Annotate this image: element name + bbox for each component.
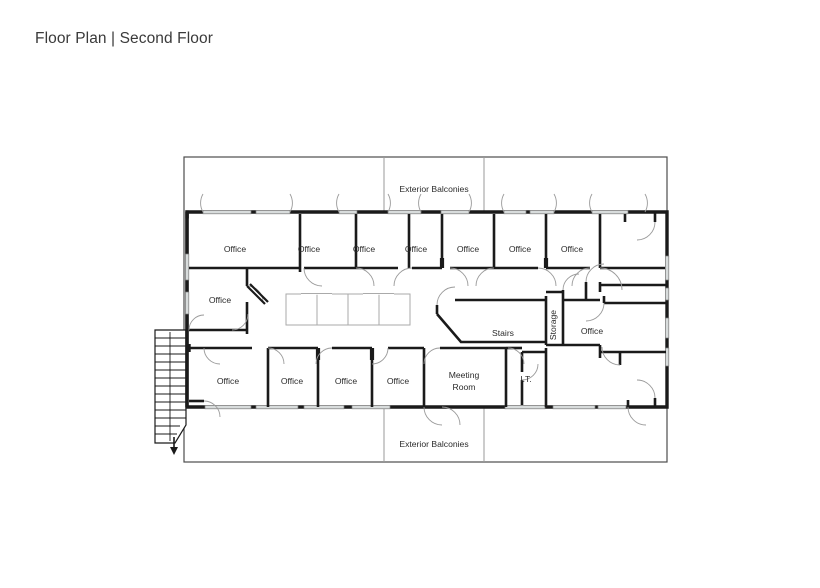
label-office-bottom-1: Office — [217, 376, 240, 386]
room-labels: Exterior Balconies Exterior Balconies Of… — [209, 184, 604, 449]
label-meeting-room-line1: Meeting — [449, 370, 480, 380]
label-balcony-top: Exterior Balconies — [399, 184, 468, 194]
label-office-top-2: Office — [298, 244, 321, 254]
building-perimeter-walls — [185, 210, 669, 409]
label-office-bottom-3: Office — [335, 376, 358, 386]
label-balcony-bottom: Exterior Balconies — [399, 439, 468, 449]
label-office-top-4: Office — [405, 244, 428, 254]
label-stairs: Stairs — [492, 328, 514, 338]
label-office-right-mid: Office — [581, 326, 604, 336]
label-storage: Storage — [548, 310, 558, 340]
interior-partition-walls — [187, 212, 666, 407]
exterior-windows — [185, 210, 670, 410]
page-title: Floor Plan | Second Floor — [35, 30, 213, 47]
workstation-cluster — [285, 293, 411, 326]
double-door-leaf-left-office — [246, 283, 269, 305]
label-office-bottom-4: Office — [387, 376, 410, 386]
label-office-left-mid: Office — [209, 295, 232, 305]
exterior-fire-stair — [154, 329, 187, 444]
label-office-top-5: Office — [457, 244, 480, 254]
label-office-top-3: Office — [353, 244, 376, 254]
fire-stair-direction-arrow — [170, 437, 178, 455]
label-it-room: I.T. — [520, 374, 531, 384]
balcony-outline — [183, 156, 668, 463]
label-office-top-1: Office — [224, 244, 247, 254]
label-office-top-6: Office — [509, 244, 532, 254]
label-office-top-7: Office — [561, 244, 584, 254]
label-meeting-room-line2: Room — [453, 382, 476, 392]
door-swing-arcs — [188, 193, 656, 426]
label-office-bottom-2: Office — [281, 376, 304, 386]
